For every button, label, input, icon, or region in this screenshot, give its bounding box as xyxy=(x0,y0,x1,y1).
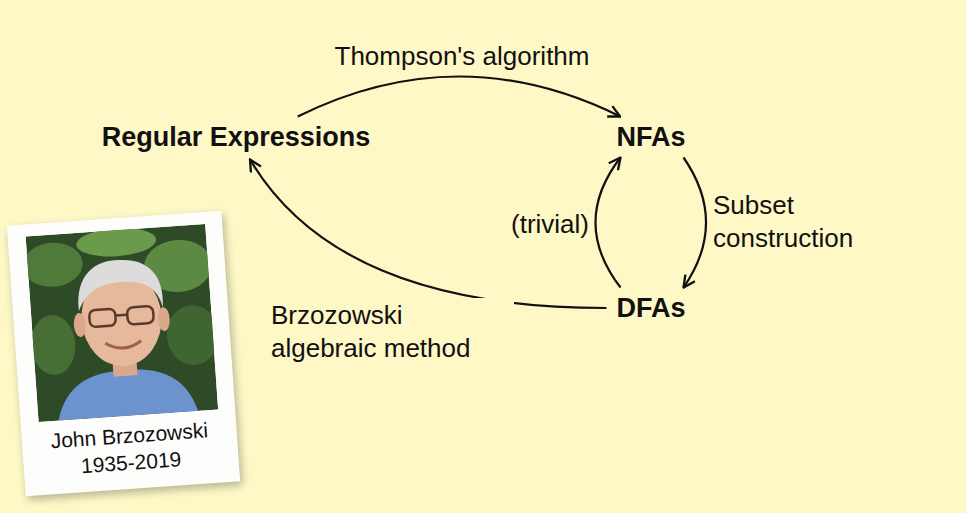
edge-label: Thompson's algorithm xyxy=(332,39,593,74)
concept-name: NFAs xyxy=(616,122,685,153)
concept-name: DFAs xyxy=(616,293,685,324)
concept-label: NFAs xyxy=(610,119,691,156)
curved-arrow xyxy=(684,158,707,288)
edge-label: Subset construction xyxy=(710,188,921,255)
portrait-photo xyxy=(26,224,219,422)
photo-card: John Brzozowski 1935-2019 xyxy=(7,211,240,496)
curved-arrow xyxy=(595,158,620,288)
edge-label: Brzozowski algebraic method xyxy=(268,298,514,365)
curved-arrow xyxy=(298,77,620,117)
curved-arrow xyxy=(250,160,606,309)
concept-name: Regular Expressions xyxy=(102,122,371,153)
edge-label: (trivial) xyxy=(508,207,592,242)
concept-label: DFAs xyxy=(610,290,691,327)
concept-label: Regular Expressions xyxy=(96,119,377,156)
photo-caption: John Brzozowski 1935-2019 xyxy=(39,416,222,483)
